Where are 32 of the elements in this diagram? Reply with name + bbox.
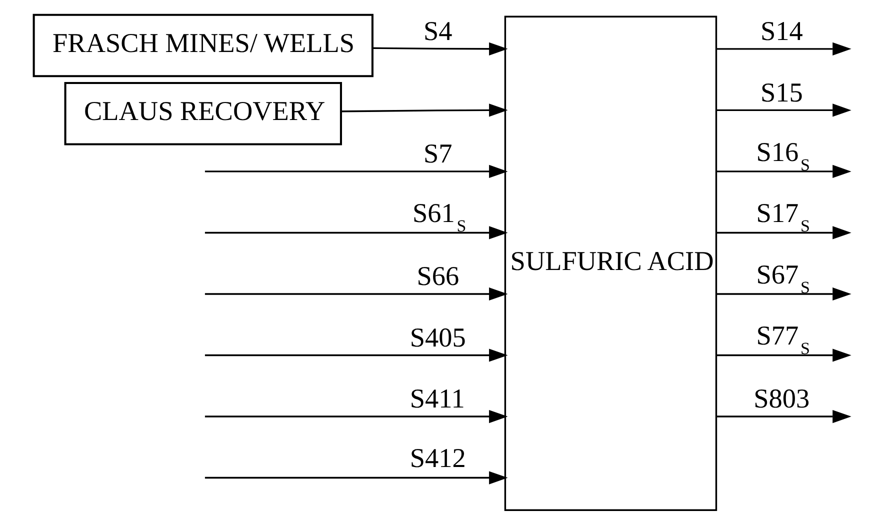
edge-label: S66 bbox=[416, 261, 459, 292]
node-box: SULFURIC ACID bbox=[504, 16, 717, 511]
edge-label: S16$_{S}$ bbox=[756, 136, 810, 174]
edge-label: S4 bbox=[423, 16, 452, 46]
arrow bbox=[716, 410, 851, 424]
arrow bbox=[341, 104, 508, 117]
arrow bbox=[204, 410, 508, 424]
edge-label: S412 bbox=[409, 443, 466, 474]
edge-label: S15 bbox=[760, 77, 802, 108]
arrow bbox=[204, 471, 508, 484]
arrow bbox=[204, 164, 508, 178]
node-box: CLAUS RECOVERY bbox=[64, 82, 342, 146]
edge-label: S803 bbox=[753, 384, 810, 414]
arrow bbox=[372, 42, 508, 56]
arrow bbox=[716, 42, 851, 56]
edge-label: S17$_{S}$ bbox=[756, 198, 810, 236]
edge-label: S14 bbox=[760, 16, 802, 46]
edge-label: S61$_{S}$ bbox=[412, 198, 466, 236]
arrow bbox=[716, 287, 851, 301]
arrow bbox=[716, 104, 851, 117]
edge-label: S77$_{S}$ bbox=[756, 320, 810, 358]
edge-label: S405 bbox=[409, 322, 466, 352]
node-box: FRASCH MINES/ WELLS bbox=[32, 14, 373, 78]
arrow bbox=[204, 287, 508, 301]
arrow bbox=[716, 164, 851, 178]
edge-label: S7 bbox=[423, 138, 452, 169]
edge-label: S411 bbox=[409, 384, 464, 414]
arrow bbox=[716, 348, 851, 362]
arrow bbox=[204, 348, 508, 362]
arrow bbox=[204, 226, 508, 240]
edge-label: S67$_{S}$ bbox=[756, 259, 810, 297]
arrow bbox=[716, 226, 851, 240]
